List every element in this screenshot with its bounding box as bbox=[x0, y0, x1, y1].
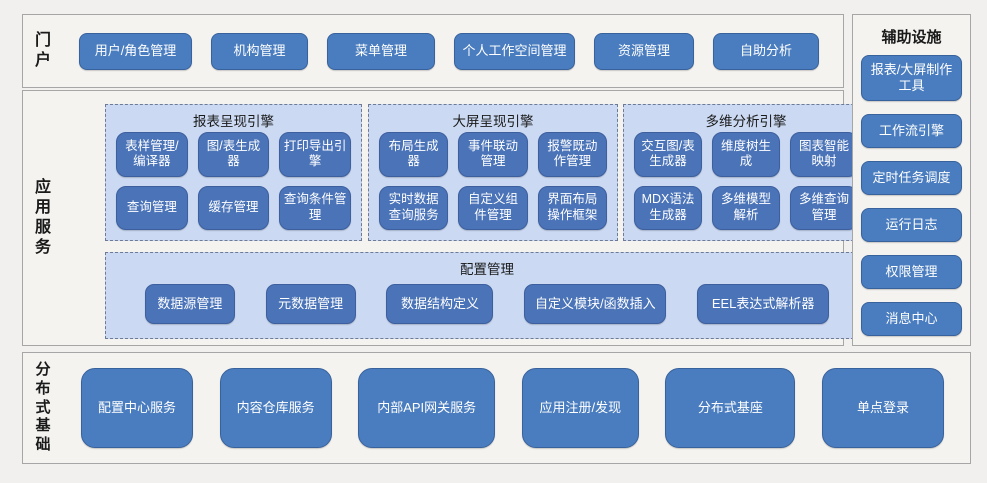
dashboard-engine-panel: 大屏呈现引擎 布局生成器 事件联动管理 报警既动作管理 实时数据查询服务 自定义… bbox=[368, 104, 618, 241]
node-eel-expression-parser: EEL表达式解析器 bbox=[697, 284, 830, 324]
node-internal-api-gateway-service: 内部API网关服务 bbox=[358, 368, 496, 448]
node-query-condition-management: 查询条件管理 bbox=[279, 185, 351, 230]
aux-button-column: 报表/大屏制作工具 工作流引擎 定时任务调度 运行日志 权限管理 消息中心 bbox=[861, 55, 962, 336]
olap-engine-panel: 多维分析引擎 交互图/表生成器 维度树生成 图表智能映射 MDX语法生成器 多维… bbox=[623, 104, 869, 241]
node-chart-smart-mapping: 图表智能映射 bbox=[790, 132, 858, 177]
node-layout-generator: 布局生成器 bbox=[379, 132, 449, 177]
node-custom-component-management: 自定义组件管理 bbox=[458, 185, 528, 230]
node-content-repository-service: 内容仓库服务 bbox=[219, 368, 332, 448]
node-run-log: 运行日志 bbox=[861, 208, 962, 242]
node-metadata-management: 元数据管理 bbox=[265, 284, 356, 324]
app-services-section: 应用服务 报表呈现引擎 表样管理/编译器 图/表生成器 打印导出引擎 查询管理 … bbox=[22, 90, 869, 346]
dashboard-engine-grid: 布局生成器 事件联动管理 报警既动作管理 实时数据查询服务 自定义组件管理 界面… bbox=[369, 130, 617, 240]
app-services-label-wrap: 应用服务 bbox=[23, 91, 53, 345]
portal-button-row: 用户/角色管理 机构管理 菜单管理 个人工作空间管理 资源管理 自助分析 bbox=[53, 15, 843, 87]
app-services-label: 应用服务 bbox=[34, 179, 51, 256]
dashboard-engine-title: 大屏呈现引擎 bbox=[452, 114, 534, 129]
portal-label-wrap: 门户 bbox=[23, 15, 53, 87]
node-resource-management: 资源管理 bbox=[594, 32, 694, 70]
node-multidim-query-management: 多维查询管理 bbox=[790, 185, 858, 230]
config-management-title: 配置管理 bbox=[460, 262, 514, 277]
node-workflow-engine: 工作流引擎 bbox=[861, 114, 962, 148]
config-management-panel: 配置管理 数据源管理 元数据管理 数据结构定义 自定义模块/函数插入 EEL表达… bbox=[105, 252, 869, 339]
node-config-center-service: 配置中心服务 bbox=[81, 368, 193, 448]
report-engine-grid: 表样管理/编译器 图/表生成器 打印导出引擎 查询管理 缓存管理 查询条件管理 bbox=[106, 130, 361, 240]
node-scheduled-task-dispatch: 定时任务调度 bbox=[861, 161, 962, 195]
foundation-label-wrap: 分布式基础 bbox=[23, 353, 53, 463]
foundation-button-row: 配置中心服务 内容仓库服务 内部API网关服务 应用注册/发现 分布式基座 单点… bbox=[53, 353, 970, 463]
olap-engine-grid: 交互图/表生成器 维度树生成 图表智能映射 MDX语法生成器 多维模型解析 多维… bbox=[624, 130, 868, 240]
node-report-style-compiler: 表样管理/编译器 bbox=[116, 132, 188, 177]
portal-label: 门户 bbox=[34, 32, 51, 69]
node-alarm-action-management: 报警既动作管理 bbox=[537, 132, 607, 177]
node-ui-layout-operation-framework: 界面布局操作框架 bbox=[537, 185, 607, 230]
node-distributed-base: 分布式基座 bbox=[665, 368, 796, 448]
node-message-center: 消息中心 bbox=[861, 302, 962, 336]
portal-section: 门户 用户/角色管理 机构管理 菜单管理 个人工作空间管理 资源管理 自助分析 bbox=[22, 14, 844, 88]
aux-facilities-section: 辅助设施 报表/大屏制作工具 工作流引擎 定时任务调度 运行日志 权限管理 消息… bbox=[852, 14, 971, 346]
node-event-linkage-management: 事件联动管理 bbox=[458, 132, 528, 177]
node-cache-management: 缓存管理 bbox=[197, 185, 270, 230]
report-engine-title: 报表呈现引擎 bbox=[193, 114, 274, 129]
node-self-service-analysis: 自助分析 bbox=[713, 32, 819, 70]
node-personal-workspace-management: 个人工作空间管理 bbox=[454, 32, 575, 70]
aux-facilities-title: 辅助设施 bbox=[881, 29, 942, 46]
node-app-register-discovery: 应用注册/发现 bbox=[521, 368, 639, 448]
node-permission-management: 权限管理 bbox=[861, 255, 962, 289]
node-dimension-tree-generation: 维度树生成 bbox=[712, 132, 780, 177]
node-multidim-model-parsing: 多维模型解析 bbox=[712, 185, 780, 230]
olap-engine-title: 多维分析引擎 bbox=[705, 114, 787, 129]
node-print-export-engine: 打印导出引擎 bbox=[279, 132, 351, 177]
node-query-management: 查询管理 bbox=[116, 185, 188, 230]
node-report-screen-authoring-tool: 报表/大屏制作工具 bbox=[861, 55, 962, 101]
node-interactive-chart-generator: 交互图/表生成器 bbox=[634, 132, 702, 177]
node-chart-table-generator: 图/表生成器 bbox=[197, 132, 270, 177]
config-button-row: 数据源管理 元数据管理 数据结构定义 自定义模块/函数插入 EEL表达式解析器 bbox=[106, 278, 868, 338]
node-menu-management: 菜单管理 bbox=[327, 32, 435, 70]
report-engine-panel: 报表呈现引擎 表样管理/编译器 图/表生成器 打印导出引擎 查询管理 缓存管理 … bbox=[105, 104, 362, 241]
foundation-label: 分布式基础 bbox=[35, 361, 51, 454]
node-single-sign-on: 单点登录 bbox=[821, 368, 944, 448]
node-org-management: 机构管理 bbox=[211, 32, 308, 70]
node-data-structure-definition: 数据结构定义 bbox=[386, 284, 494, 324]
node-custom-module-function-insert: 自定义模块/函数插入 bbox=[524, 284, 667, 324]
node-datasource-management: 数据源管理 bbox=[144, 284, 235, 324]
distributed-foundation-section: 分布式基础 配置中心服务 内容仓库服务 内部API网关服务 应用注册/发现 分布… bbox=[22, 352, 971, 464]
node-user-role-management: 用户/角色管理 bbox=[79, 32, 192, 70]
node-mdx-syntax-generator: MDX语法生成器 bbox=[634, 185, 702, 230]
node-realtime-data-query-service: 实时数据查询服务 bbox=[379, 185, 449, 230]
app-services-content: 报表呈现引擎 表样管理/编译器 图/表生成器 打印导出引擎 查询管理 缓存管理 … bbox=[53, 91, 869, 345]
